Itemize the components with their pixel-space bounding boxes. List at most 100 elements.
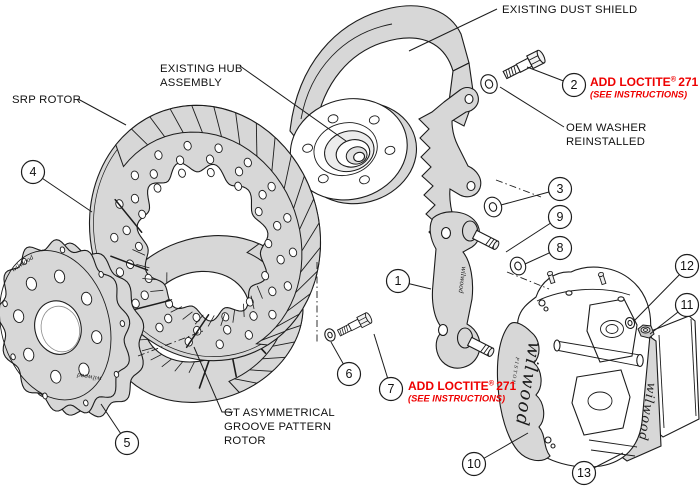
hat-face-edge: [0, 250, 112, 401]
callout-13: 13: [571, 460, 597, 486]
inner-vane-hatch: [150, 289, 164, 292]
drilled-hole: [183, 140, 192, 151]
hat-bolt-hole: [13, 309, 25, 324]
leader-oem-washer: [499, 86, 565, 128]
vane-hatch: [299, 198, 315, 230]
hat-bolt-hole: [25, 276, 37, 291]
inner-vane-hatch: [166, 272, 168, 284]
hub-lug-hole: [384, 145, 396, 155]
hat-center-bore: [34, 300, 82, 355]
drilled-hole: [264, 238, 273, 249]
vane-hatch: [191, 105, 203, 133]
caliper-stud-detail: [550, 443, 556, 449]
label-gt-rotor-line3: ROTOR: [224, 435, 266, 447]
caliper-stud-detail: [543, 306, 549, 312]
drilled-hole: [245, 297, 254, 307]
drilled-hole: [261, 271, 270, 281]
knuckle-lower-hole: [466, 180, 476, 192]
drilled-hole: [138, 209, 147, 219]
washer-6-drawing: [324, 328, 336, 342]
svg-text:8: 8: [557, 241, 564, 255]
srp-rotor-drawing: [88, 104, 322, 362]
callout-leader-12: [633, 265, 689, 322]
drilled-hole: [249, 311, 258, 321]
rotor-slot: [110, 255, 149, 271]
vane-hatch: [234, 378, 257, 384]
drilled-hole: [149, 169, 158, 179]
drilled-hole: [205, 154, 215, 165]
bolt-head-end: [364, 312, 373, 324]
drilled-hole: [254, 206, 263, 217]
label-oem-washer-line2: REINSTALLED: [566, 136, 645, 148]
leader-srp-rotor: [77, 98, 127, 126]
callout-6: 6: [336, 361, 362, 387]
svg-text:2: 2: [571, 78, 578, 92]
stud-tip: [487, 347, 495, 357]
hub-bore: [353, 151, 366, 163]
caliper-stud-detail: [544, 436, 552, 444]
rotor-slot: [114, 198, 143, 233]
inner-vane-hatch: [161, 358, 172, 368]
hub-lug-hole: [317, 174, 329, 184]
vane-hatch: [262, 356, 286, 360]
drilled-hole: [154, 150, 163, 160]
svg-text:13: 13: [577, 466, 591, 480]
drilled-hole: [206, 167, 215, 178]
hub-lug-hole: [302, 143, 313, 153]
rotor-hat-drawing: [0, 239, 145, 418]
drilled-hole: [268, 286, 277, 297]
svg-text:11: 11: [681, 298, 694, 312]
callout-8: 8: [547, 235, 573, 261]
callout-12: 12: [674, 253, 700, 279]
inner-vane-hatch: [170, 306, 183, 313]
hub-lug-hole: [359, 175, 370, 185]
label-srp-rotor: SRP ROTOR: [12, 94, 81, 106]
drilled-hole: [130, 193, 140, 204]
mount-bolt-top: [502, 49, 546, 80]
hat-rim-hole: [42, 392, 48, 400]
svg-text:1: 1: [395, 274, 402, 288]
drilled-hole: [134, 241, 143, 252]
oem-washer-drawing: [480, 74, 498, 94]
inner-vane-hatch: [220, 313, 226, 326]
caliper-piston-bottom: [587, 391, 613, 411]
drilled-hole: [288, 247, 298, 258]
inner-vane-hatch: [188, 361, 195, 374]
crossover-pin-end: [636, 353, 644, 368]
svg-text:6: 6: [346, 367, 353, 381]
hub-lug-hole: [327, 114, 339, 124]
vane-hatch: [275, 313, 300, 328]
vane-hatch: [255, 123, 258, 157]
caliper-stud-detail: [538, 299, 546, 307]
inner-vane-hatch: [174, 361, 184, 372]
inner-vane-hatch: [256, 285, 263, 299]
callout-2: 2: [561, 72, 587, 98]
drilled-hole: [214, 143, 223, 154]
drilled-hole: [223, 324, 232, 335]
knuckle-upper-hole: [464, 93, 474, 105]
hat-logo-script-bottom: wilwood: [76, 371, 102, 382]
vane-hatch: [283, 155, 292, 189]
vane-hatch: [293, 175, 305, 209]
drilled-hole: [122, 225, 131, 236]
hat-bolt-hole: [23, 347, 35, 362]
vane-hatch: [169, 108, 184, 133]
inner-vane-hatch: [182, 311, 193, 320]
label-existing-dust-shield: EXISTING DUST SHIELD: [502, 4, 637, 16]
drilled-hole: [258, 189, 267, 200]
callout-4: 4: [20, 159, 46, 185]
bolt-head-end: [536, 49, 546, 64]
svg-text:12: 12: [680, 259, 694, 273]
hat-bolt-hole: [78, 362, 90, 377]
caliper-piston-top: [600, 320, 624, 338]
drilled-hole: [243, 157, 252, 168]
vane-hatch: [301, 222, 320, 252]
hub-assembly-drawing: [289, 98, 418, 205]
drilled-hole: [283, 213, 292, 223]
hat-rim-hole: [98, 270, 104, 278]
vane-hatch: [235, 112, 241, 145]
inner-vane-hatch: [132, 249, 146, 256]
drilled-hole: [115, 267, 125, 277]
caliper-bolt-head: [565, 290, 573, 296]
